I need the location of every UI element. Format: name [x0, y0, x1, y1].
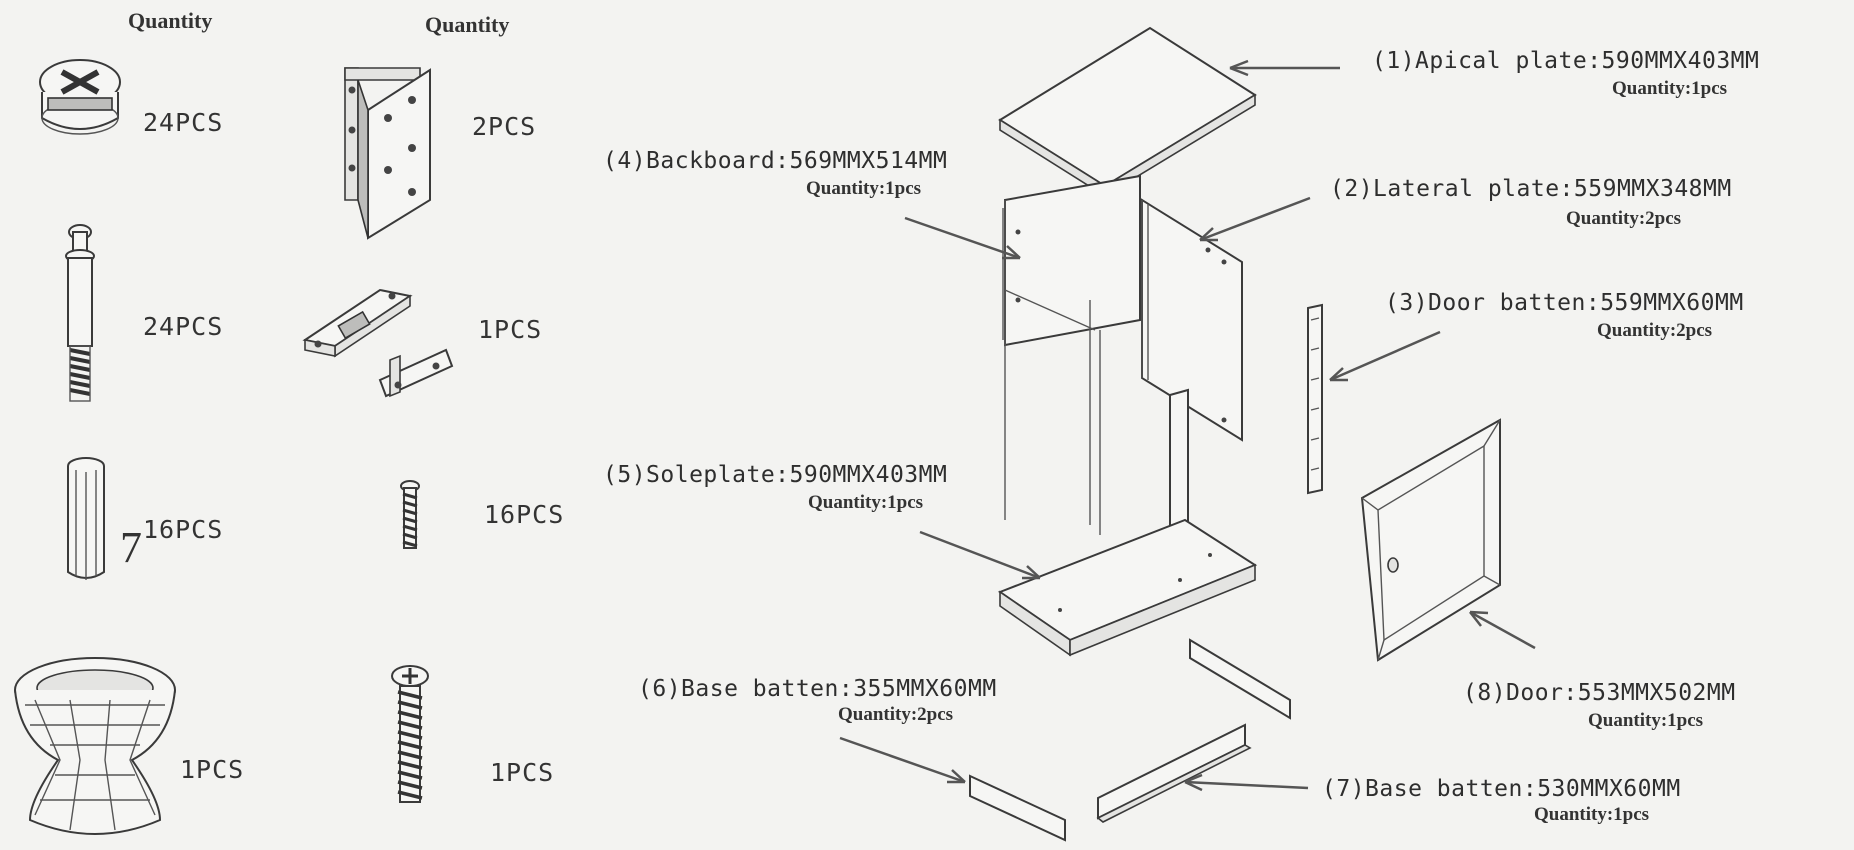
lateral-plate-title: (2)Lateral plate:559MMX348MM — [1330, 176, 1732, 202]
cabinet-knob-icon — [14, 657, 176, 835]
apical-plate-drawing — [998, 26, 1257, 198]
soleplate-quantity: Quantity:1pcs — [808, 492, 924, 513]
soleplate-drawing — [997, 518, 1258, 657]
cam-lock-count: 24PCS — [143, 108, 224, 137]
base-batten-long-title: (7)Base batten:530MMX60MM — [1322, 776, 1681, 802]
long-screw-icon — [391, 665, 429, 803]
quantity-header-left: Quantity — [128, 8, 213, 33]
backboard-drawing — [1002, 174, 1141, 347]
hinge-icon — [344, 67, 431, 240]
base-batten-short-title: (6)Base batten:355MMX60MM — [638, 676, 997, 702]
handwritten-mark: 7 — [120, 523, 142, 572]
leader-arrows — [839, 59, 1536, 792]
hinge-count: 2PCS — [472, 112, 537, 141]
dowel-count: 16PCS — [143, 515, 224, 544]
base-batten-short-drawing — [969, 638, 1291, 842]
cam-bolt-count: 24PCS — [143, 312, 224, 341]
cam-lock-icon — [39, 59, 121, 135]
small-screw-icon — [400, 480, 420, 549]
door-batten-quantity: Quantity:2pcs — [1597, 320, 1713, 341]
backboard-quantity: Quantity:1pcs — [806, 178, 922, 199]
wooden-dowel-icon — [67, 457, 105, 580]
cam-bolt-icon — [65, 224, 95, 402]
knob-count: 1PCS — [180, 755, 245, 784]
door-quantity: Quantity:1pcs — [1588, 710, 1704, 731]
door-batten-title: (3)Door batten:559MMX60MM — [1385, 290, 1744, 316]
quantity-header-right: Quantity — [425, 12, 510, 37]
magnetic-catch-icon — [302, 288, 454, 398]
long-screw-count: 1PCS — [490, 758, 555, 787]
apical-plate-title: (1)Apical plate:590MMX403MM — [1372, 48, 1760, 74]
lateral-plate-quantity: Quantity:2pcs — [1566, 208, 1682, 229]
base-batten-long-drawing — [1096, 723, 1252, 823]
door-title: (8)Door:553MMX502MM — [1463, 680, 1736, 706]
apical-plate-quantity: Quantity:1pcs — [1612, 78, 1728, 99]
catch-count: 1PCS — [478, 315, 543, 344]
base-batten-long-quantity: Quantity:1pcs — [1534, 804, 1650, 825]
soleplate-title: (5)Soleplate:590MMX403MM — [603, 462, 948, 488]
base-batten-short-quantity: Quantity:2pcs — [838, 704, 954, 725]
backboard-title: (4)Backboard:569MMX514MM — [603, 148, 948, 174]
lateral-plate-drawing — [1141, 198, 1243, 442]
small-screw-count: 16PCS — [484, 500, 565, 529]
door-drawing — [1360, 418, 1501, 662]
cabinet-frame-drawing — [1004, 289, 1101, 535]
